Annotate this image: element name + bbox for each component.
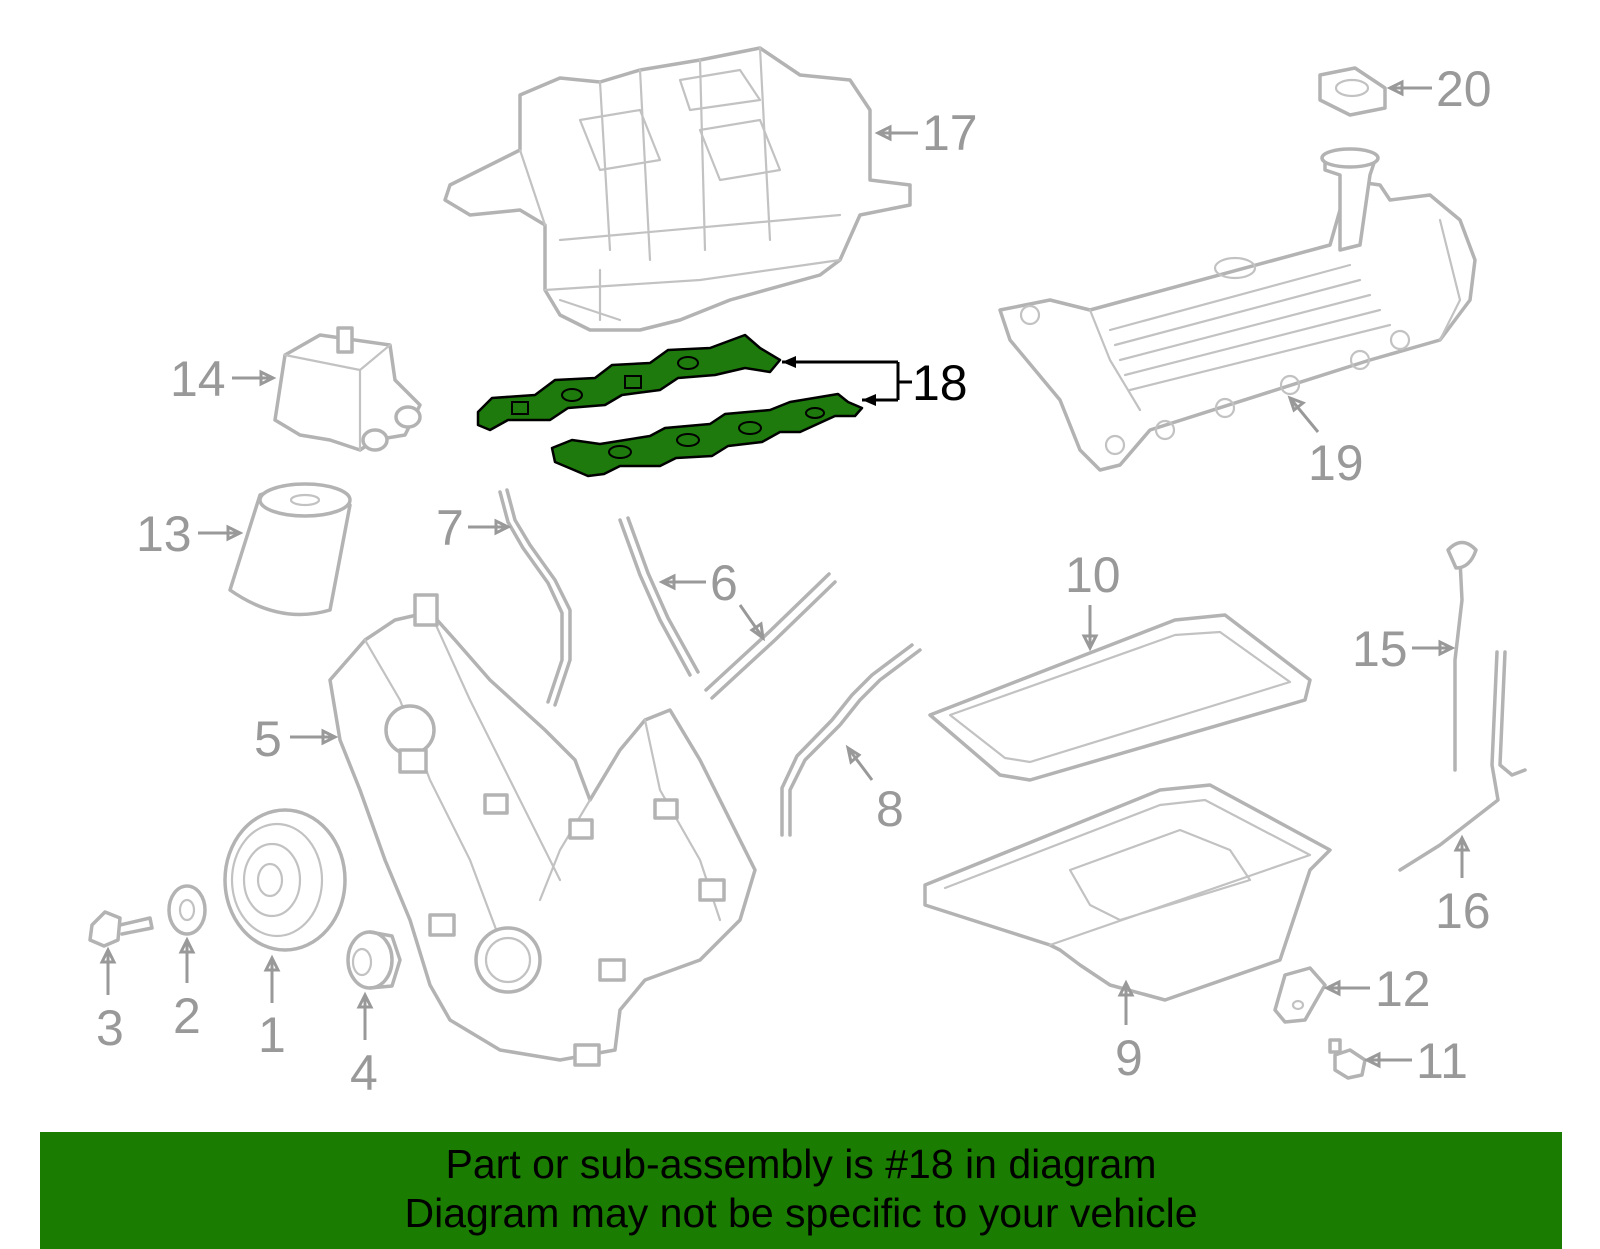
callout-15: 15 [1352, 621, 1456, 677]
svg-text:2: 2 [173, 988, 201, 1044]
callout-8: 8 [845, 744, 904, 837]
part-info-banner: Part or sub-assembly is #18 in diagram D… [40, 1132, 1562, 1249]
part-9-oil-pan [923, 783, 1332, 1002]
part-11-drain-plug [1328, 1038, 1367, 1080]
svg-text:17: 17 [922, 105, 978, 161]
callout-1: 1 [258, 954, 286, 1063]
svg-text:9: 9 [1115, 1030, 1143, 1086]
svg-text:16: 16 [1435, 883, 1491, 939]
callout-18: 18 [782, 355, 968, 411]
part-14-oil-cooler [273, 326, 422, 452]
svg-text:20: 20 [1436, 61, 1492, 117]
callout-17: 17 [874, 105, 978, 161]
part-16-dipstick-tube [1398, 650, 1527, 872]
banner-line-1: Part or sub-assembly is #18 in diagram [445, 1141, 1157, 1187]
part-4-seal [346, 930, 402, 990]
svg-text:13: 13 [136, 506, 192, 562]
callout-10: 10 [1065, 547, 1121, 652]
callout-3: 3 [96, 946, 124, 1056]
callout-4: 4 [350, 991, 378, 1101]
banner-line-2: Diagram may not be specific to your vehi… [404, 1190, 1198, 1236]
part-19-valve-cover [998, 147, 1477, 472]
part-8-gasket [780, 643, 922, 837]
engine-parts-diagram: 17 20 18 19 14 13 7 6 [88, 46, 1527, 1101]
part-17-intake-manifold [443, 46, 912, 332]
callout-19: 19 [1287, 395, 1364, 491]
callout-11: 11 [1363, 1033, 1468, 1089]
part-13-oil-filter [228, 482, 352, 617]
part-10-oil-pan-gasket [928, 613, 1312, 782]
callout-2: 2 [173, 936, 201, 1044]
callout-16: 16 [1435, 834, 1491, 939]
svg-text:4: 4 [350, 1045, 378, 1101]
callout-20: 20 [1386, 61, 1492, 117]
callout-9: 9 [1115, 979, 1143, 1086]
callout-12: 12 [1323, 961, 1431, 1017]
svg-text:10: 10 [1065, 547, 1121, 603]
part-6-seals [618, 516, 837, 700]
svg-text:11: 11 [1416, 1033, 1468, 1089]
svg-text:6: 6 [710, 555, 738, 611]
svg-text:7: 7 [436, 500, 464, 556]
callout-6: 6 [658, 555, 765, 642]
part-7-gasket [498, 488, 572, 707]
svg-text:19: 19 [1308, 435, 1364, 491]
svg-text:12: 12 [1375, 961, 1431, 1017]
part-3-bolt [88, 910, 154, 948]
part-1-pulley [223, 808, 347, 952]
part-2-washer [167, 884, 207, 936]
svg-text:15: 15 [1352, 621, 1408, 677]
svg-text:1: 1 [258, 1007, 286, 1063]
svg-text:18: 18 [912, 355, 968, 411]
part-20-oil-cap [1318, 66, 1387, 117]
callout-14: 14 [170, 351, 277, 407]
part-5-timing-cover [328, 593, 757, 1067]
callout-7: 7 [436, 500, 512, 556]
svg-text:8: 8 [876, 781, 904, 837]
svg-text:5: 5 [254, 711, 282, 767]
part-12-bracket [1273, 966, 1327, 1024]
svg-text:14: 14 [170, 351, 226, 407]
callout-5: 5 [254, 711, 339, 767]
callout-13: 13 [136, 506, 244, 562]
part-18-intake-gaskets [476, 333, 864, 478]
svg-text:3: 3 [96, 1000, 124, 1056]
part-15-dipstick [1446, 540, 1478, 772]
